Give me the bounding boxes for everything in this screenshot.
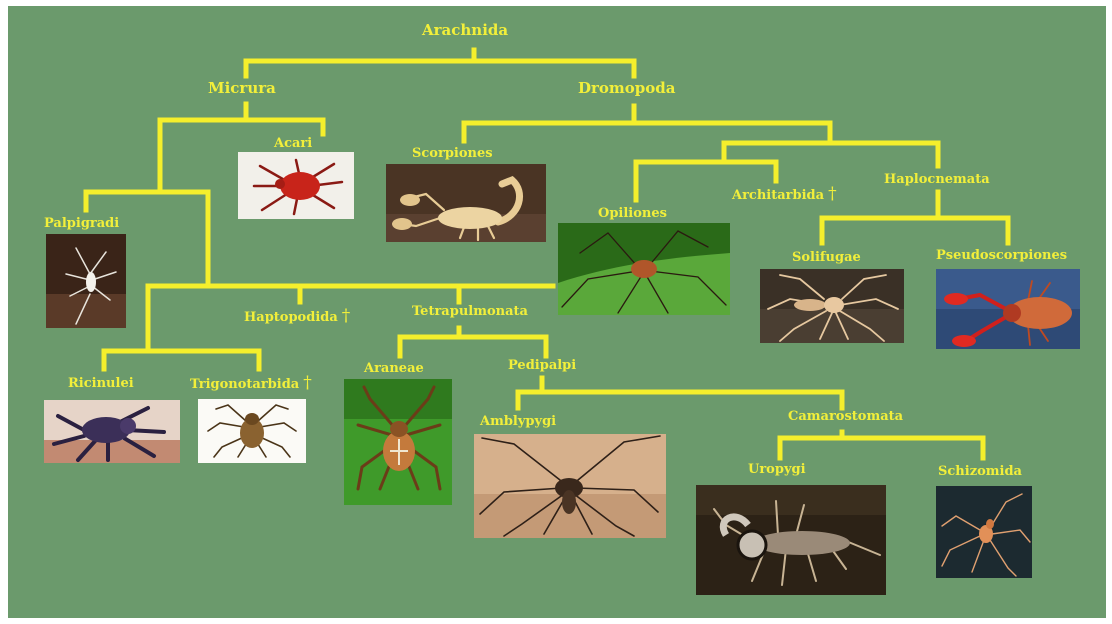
label-micrura: Micrura xyxy=(208,80,276,96)
branch-dromopoda xyxy=(464,106,830,141)
uropygi-photo xyxy=(696,485,886,595)
ricinulei-photo xyxy=(44,400,180,463)
palpigradi-photo xyxy=(46,234,126,328)
label-dromopoda: Dromopoda xyxy=(578,80,676,96)
label-amblypygi: Amblypygi xyxy=(480,414,556,430)
cladogram-board: Arachnida Micrura Dromopoda Acari Palpig… xyxy=(8,6,1106,618)
branch-tetrapulmonata xyxy=(400,286,546,356)
extinct-dagger: † xyxy=(342,306,351,326)
amblypygi-photo xyxy=(474,434,666,538)
label-trigonotarbida: Trigonotarbida† xyxy=(190,375,312,393)
label-haptopodida: Haptopodida† xyxy=(244,308,350,326)
label-arachnida: Arachnida xyxy=(422,22,508,38)
label-palpigradi: Palpigradi xyxy=(44,216,119,232)
label-haplocnemata: Haplocnemata xyxy=(884,172,990,188)
label-araneae: Araneae xyxy=(364,361,424,377)
scorpiones-photo xyxy=(386,164,546,242)
araneae-photo xyxy=(344,379,452,505)
label-pedipalpi: Pedipalpi xyxy=(508,358,576,374)
schizomida-photo xyxy=(936,486,1032,578)
label-ricinulei: Ricinulei xyxy=(68,376,134,392)
branch-arachnida xyxy=(246,50,634,76)
label-tetrapulmonata: Tetrapulmonata xyxy=(412,304,528,320)
label-acari: Acari xyxy=(274,136,312,152)
extinct-dagger: † xyxy=(828,184,837,204)
branch-haplocnemata xyxy=(822,192,1008,243)
label-schizomida: Schizomida xyxy=(938,464,1022,480)
branch-pedipalpi xyxy=(518,378,842,408)
label-solifugae: Solifugae xyxy=(792,250,861,266)
branch-camarostomata xyxy=(780,432,983,458)
label-pseudoscorpiones: Pseudoscorpiones xyxy=(936,248,1067,264)
branch-ricinulei-group xyxy=(104,286,553,369)
opiliones-photo xyxy=(558,223,730,315)
label-uropygi: Uropygi xyxy=(748,462,806,478)
acari-photo xyxy=(238,152,354,219)
extinct-dagger: † xyxy=(303,373,312,393)
label-architarbida: Architarbida† xyxy=(732,186,837,204)
solifugae-photo xyxy=(760,269,904,343)
label-camarostomata: Camarostomata xyxy=(788,409,903,425)
trigonotarbida-photo xyxy=(198,399,306,463)
pseudoscorpiones-photo xyxy=(936,269,1080,349)
label-opiliones: Opiliones xyxy=(598,206,667,222)
label-scorpiones: Scorpiones xyxy=(412,146,493,162)
